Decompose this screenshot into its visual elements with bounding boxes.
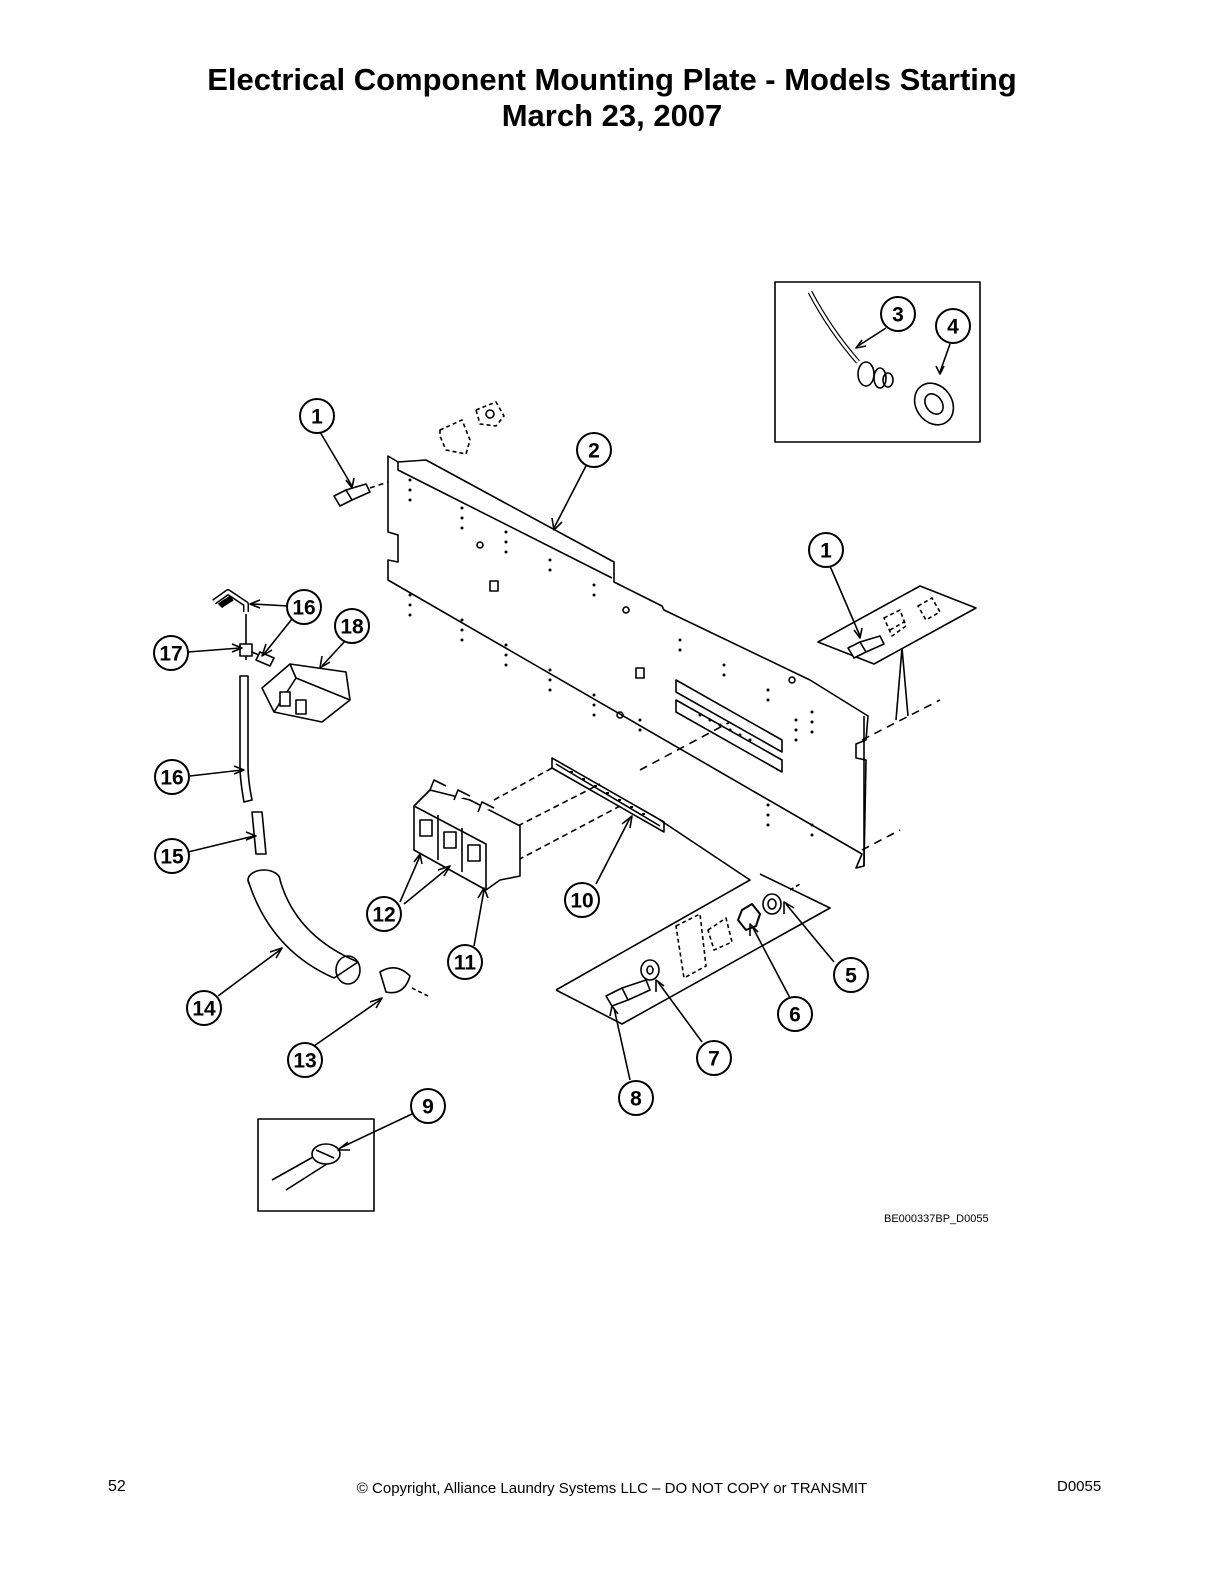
callout-circle-10: [564, 882, 600, 918]
callout-bubbles: [153, 296, 971, 1124]
callout-7: 7: [708, 1048, 720, 1071]
callout-circle-7: [696, 1040, 732, 1076]
callout-circle-4: [935, 308, 971, 344]
callout-circle-8: [618, 1080, 654, 1116]
callout-15: 15: [160, 846, 184, 869]
leader-lines: [187, 327, 951, 1151]
copyright-notice: © Copyright, Alliance Laundry Systems LL…: [356, 1480, 868, 1497]
plate-clip-hardware: [439, 401, 505, 455]
callout-1b: 1: [820, 540, 832, 563]
din-rail: [493, 721, 731, 861]
callout-circle-1a: [299, 398, 335, 434]
callout-circle-9: [410, 1088, 446, 1124]
callout-12: 12: [372, 904, 395, 927]
callout-10: 10: [570, 890, 593, 913]
callout-circle-16b: [154, 759, 190, 795]
bracket-inset: [555, 819, 831, 1025]
page-number: 52: [108, 1478, 126, 1495]
callout-circle-16a: [286, 589, 322, 625]
callout-17: 17: [159, 643, 182, 666]
callout-circle-15: [154, 838, 190, 874]
callout-circle-1b: [808, 532, 844, 568]
callout-9: 9: [422, 1096, 434, 1119]
callout-6: 6: [789, 1004, 801, 1027]
callout-circle-2: [576, 432, 612, 468]
callout-circle-13: [287, 1042, 323, 1078]
hose-assembly: [212, 589, 429, 997]
document-id: D0055: [1057, 1478, 1102, 1495]
contactor-block: [413, 779, 521, 891]
screw-right-assembly: [817, 585, 977, 851]
callout-circle-5: [833, 957, 869, 993]
title-line-2: March 23, 2007: [501, 98, 723, 133]
pressure-switch: [261, 663, 351, 723]
inset-box-grommet: [774, 281, 981, 443]
callout-circle-12: [366, 896, 402, 932]
drawing-code: BE000337BP_D0055: [884, 1213, 989, 1225]
callout-2: 2: [588, 440, 600, 463]
callout-13: 13: [293, 1050, 316, 1073]
callout-4: 4: [947, 316, 959, 339]
callout-circle-11: [447, 944, 483, 980]
callout-11: 11: [454, 952, 477, 975]
callout-circle-14: [186, 990, 222, 1026]
callout-circle-3: [880, 296, 916, 332]
callout-circle-6: [777, 996, 813, 1032]
inset-box-wire-clip: [257, 1118, 375, 1212]
page-title: Electrical Component Mounting Plate - Mo…: [0, 62, 1224, 134]
screw-top-left: [333, 481, 389, 507]
title-line-1: Electrical Component Mounting Plate - Mo…: [207, 62, 1017, 97]
callout-3: 3: [892, 304, 904, 327]
callout-1a: 1: [311, 406, 323, 429]
callout-18: 18: [340, 616, 364, 639]
callout-16b: 16: [160, 767, 183, 790]
callout-circle-18: [334, 608, 370, 644]
wire-grommet-assembly: [807, 290, 955, 426]
wire-clip: [271, 1143, 341, 1191]
mounting-plate: [387, 455, 869, 869]
callout-8: 8: [630, 1088, 642, 1111]
callout-5: 5: [845, 965, 857, 988]
callout-14: 14: [192, 998, 216, 1021]
callout-16a: 16: [292, 597, 315, 620]
callout-circle-17: [153, 635, 189, 671]
